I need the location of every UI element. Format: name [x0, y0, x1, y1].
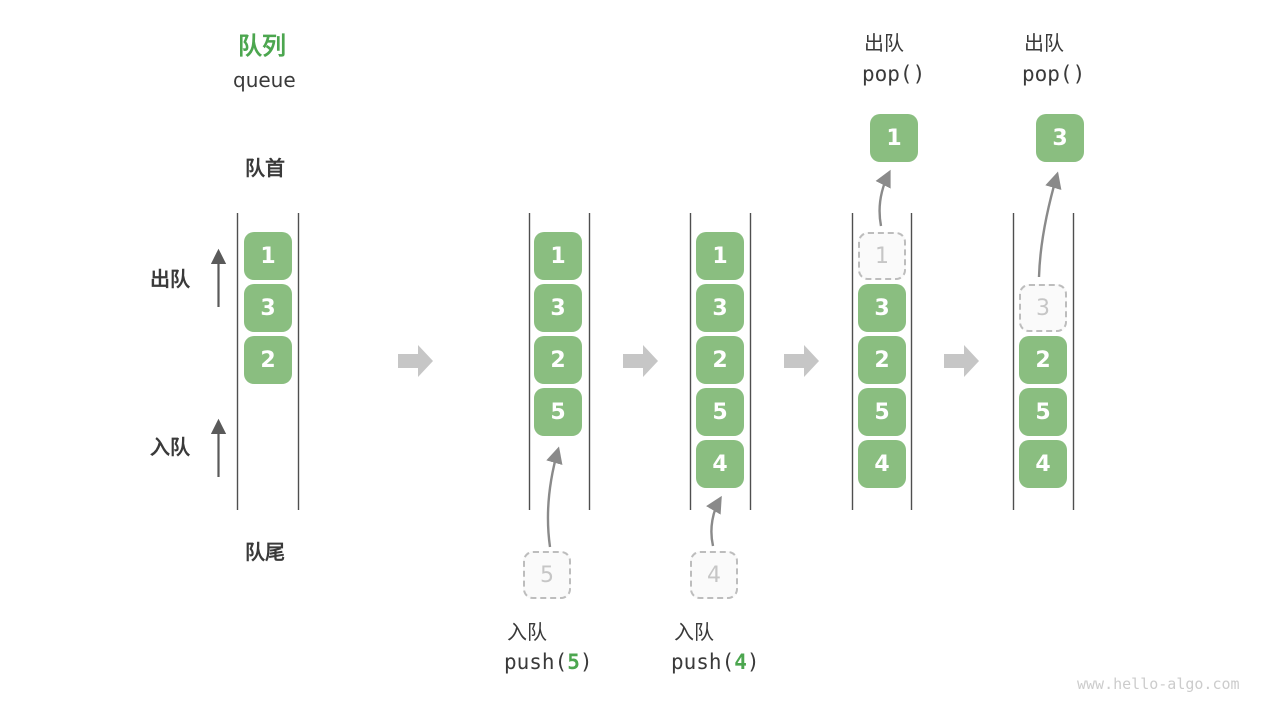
block-arrow-right-icon	[623, 345, 658, 377]
push5-arrow	[546, 446, 563, 548]
pop1-arrow	[875, 169, 891, 227]
queue-element: 3	[858, 284, 906, 332]
push4-op-label-zh: 入队	[674, 620, 714, 644]
code-close: )	[579, 650, 593, 674]
queue-element: 2	[534, 336, 582, 384]
removed-element-ghost: 1	[858, 232, 906, 280]
block-arrow-right-icon	[944, 345, 979, 377]
queue-element: 3	[244, 284, 292, 332]
push5-op-label-zh: 入队	[507, 620, 547, 644]
dequeue-side-label: 出队	[150, 267, 190, 291]
queue-element: 2	[1019, 336, 1067, 384]
queue-element: 3	[696, 284, 744, 332]
pop3-arrow	[1037, 171, 1062, 278]
queue-element: 2	[696, 336, 744, 384]
queue-container-walls	[236, 213, 1075, 510]
queue-element: 2	[858, 336, 906, 384]
popped-element: 1	[870, 114, 918, 162]
queue-front-label: 队首	[245, 156, 285, 180]
popped-element: 3	[1036, 114, 1084, 162]
watermark: www.hello-algo.com	[1077, 675, 1240, 693]
diagram-title-zh: 队列	[238, 32, 286, 60]
pop2-op-code: pop()	[1022, 62, 1086, 86]
pop1-op-code: pop()	[862, 62, 926, 86]
push4-arrow	[706, 495, 722, 547]
removed-element-ghost: 3	[1019, 284, 1067, 332]
code-arg: 4	[734, 650, 747, 674]
queue-element: 5	[534, 388, 582, 436]
block-arrow-right-icon	[784, 345, 819, 377]
queue-element: 4	[858, 440, 906, 488]
queue-element: 4	[696, 440, 744, 488]
queue-rear-label: 队尾	[245, 540, 285, 564]
diagram-title-en: queue	[233, 68, 296, 92]
block-arrow-right-icon	[398, 345, 433, 377]
staged-element: 4	[690, 551, 738, 599]
queue-element: 1	[696, 232, 744, 280]
code-fn: push(	[504, 650, 568, 674]
pop1-op-label-zh: 出队	[864, 31, 904, 55]
push5-op-code: push(5)	[504, 650, 593, 674]
staged-element: 5	[523, 551, 571, 599]
queue-element: 3	[534, 284, 582, 332]
code-arg: 5	[567, 650, 580, 674]
pop2-op-label-zh: 出队	[1024, 31, 1064, 55]
queue-element: 1	[244, 232, 292, 280]
push4-op-code: push(4)	[671, 650, 760, 674]
queue-element: 2	[244, 336, 292, 384]
enqueue-side-label: 入队	[150, 435, 190, 459]
code-close: )	[746, 650, 760, 674]
code-fn: push(	[671, 650, 735, 674]
queue-element: 5	[858, 388, 906, 436]
queue-element: 1	[534, 232, 582, 280]
queue-element: 5	[1019, 388, 1067, 436]
queue-element: 4	[1019, 440, 1067, 488]
queue-element: 5	[696, 388, 744, 436]
